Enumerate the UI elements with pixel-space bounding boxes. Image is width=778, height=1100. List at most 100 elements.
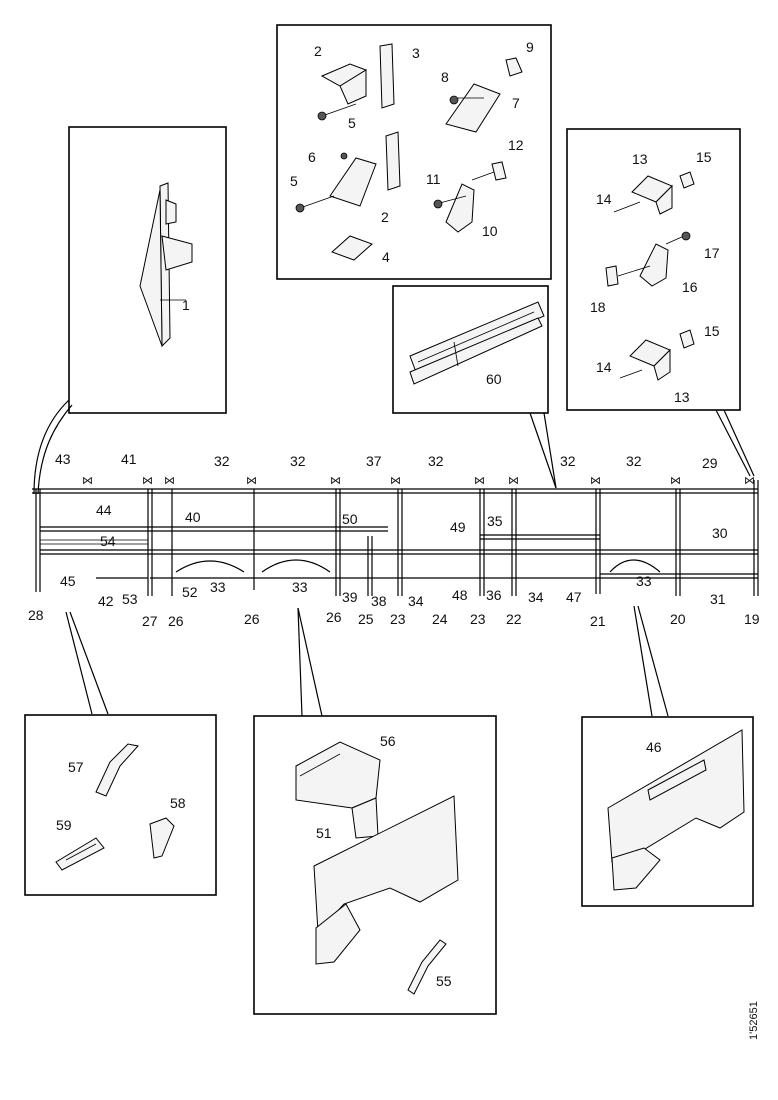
callout-28: 28 — [28, 607, 44, 623]
callout-36: 36 — [486, 587, 502, 603]
callout-12: 12 — [508, 137, 524, 153]
detail-box-bracket-1: 1 — [68, 126, 227, 414]
detail-box-brackets-57-59: 57 58 59 — [24, 714, 217, 896]
callout-30: 30 — [712, 525, 728, 541]
callout-26: 26 — [168, 613, 184, 629]
bracket-59-drawing — [55, 837, 105, 871]
svg-text:⋈: ⋈ — [670, 475, 681, 487]
rail-60-drawing — [409, 301, 545, 385]
callout-59: 59 — [56, 817, 72, 833]
callout-11: 11 — [426, 171, 441, 187]
callout-47: 47 — [566, 589, 582, 605]
callout-51: 51 — [316, 825, 332, 841]
frame-callouts-bottom: 28 27 26 26 33 26 25 23 24 23 22 21 20 1… — [28, 579, 760, 629]
callout-39: 39 — [342, 589, 358, 605]
callout-33: 33 — [636, 573, 652, 589]
callout-35: 35 — [487, 513, 503, 529]
callout-26: 26 — [244, 611, 260, 627]
callout-32: 32 — [290, 453, 306, 469]
callout-32: 32 — [626, 453, 642, 469]
bracket-13-lower-drawing — [619, 329, 695, 381]
callout-50: 50 — [342, 511, 358, 527]
panel-46-drawing — [607, 729, 745, 891]
callout-14: 14 — [596, 359, 612, 375]
leader-lines — [33, 399, 755, 717]
callout-27: 27 — [142, 613, 158, 629]
detail-box-rail-60: 60 — [392, 285, 549, 414]
callout-53: 53 — [122, 591, 138, 607]
callout-23: 23 — [390, 611, 406, 627]
callout-25: 25 — [358, 611, 374, 627]
callout-10: 10 — [482, 223, 498, 239]
bracket-2-upper-drawing — [317, 63, 368, 121]
callout-4: 4 — [382, 249, 390, 265]
svg-text:⋈: ⋈ — [330, 475, 341, 487]
callout-5: 5 — [348, 115, 356, 131]
bracket-2-lower-drawing — [295, 131, 401, 261]
bracket-13-upper-drawing — [613, 171, 695, 215]
plate-3-drawing — [379, 43, 395, 109]
callout-40: 40 — [185, 509, 201, 525]
bracket-58-drawing — [149, 817, 175, 859]
callout-1: 1 — [182, 297, 190, 313]
bracket-16-drawing — [605, 231, 691, 287]
callout-15: 15 — [696, 149, 712, 165]
callout-52: 52 — [182, 584, 198, 600]
callout-2: 2 — [381, 209, 389, 225]
callout-17: 17 — [704, 245, 720, 261]
callout-44: 44 — [96, 502, 112, 518]
detail-box-panel-46: 46 — [581, 716, 754, 907]
svg-text:⋈: ⋈ — [82, 475, 93, 487]
svg-text:⋈: ⋈ — [474, 475, 485, 487]
main-frame: ⋈ ⋈ ⋈ ⋈ ⋈ ⋈ ⋈ ⋈ ⋈ ⋈ ⋈ — [32, 475, 759, 596]
callout-6: 6 — [308, 149, 316, 165]
callout-16: 16 — [682, 279, 698, 295]
cross-member-markers: ⋈ ⋈ ⋈ ⋈ ⋈ ⋈ ⋈ ⋈ ⋈ ⋈ ⋈ — [82, 475, 755, 487]
callout-38: 38 — [371, 593, 387, 609]
callout-33: 33 — [210, 579, 226, 595]
callout-14: 14 — [596, 191, 612, 207]
bracket-10-drawing — [433, 161, 507, 233]
callout-55: 55 — [436, 973, 452, 989]
callout-18: 18 — [590, 299, 606, 315]
strip-55-drawing — [407, 939, 447, 995]
frame-callouts-top: 43 41 32 32 37 32 32 32 29 — [55, 451, 718, 471]
callout-15: 15 — [704, 323, 720, 339]
callout-19: 19 — [744, 611, 760, 627]
callout-42: 42 — [98, 593, 114, 609]
callout-32: 32 — [214, 453, 230, 469]
callout-21: 21 — [590, 613, 606, 629]
callout-34: 34 — [528, 589, 544, 605]
callout-23: 23 — [470, 611, 486, 627]
callout-7: 7 — [512, 95, 520, 111]
svg-text:⋈: ⋈ — [508, 475, 519, 487]
callout-43: 43 — [55, 451, 71, 467]
svg-text:⋈: ⋈ — [390, 475, 401, 487]
bracket-1-drawing — [139, 182, 193, 348]
callout-5: 5 — [290, 173, 298, 189]
svg-text:⋈: ⋈ — [164, 475, 175, 487]
callout-9: 9 — [526, 39, 534, 55]
callout-29: 29 — [702, 455, 718, 471]
callout-33: 33 — [292, 579, 308, 595]
bracket-57-drawing — [95, 743, 139, 797]
bracket-7-drawing — [445, 57, 523, 133]
callout-54: 54 — [100, 533, 116, 549]
callout-37: 37 — [366, 453, 382, 469]
svg-text:⋈: ⋈ — [246, 475, 257, 487]
callout-32: 32 — [428, 453, 444, 469]
callout-3: 3 — [412, 45, 420, 61]
callout-8: 8 — [441, 69, 449, 85]
svg-text:⋈: ⋈ — [744, 475, 755, 487]
callout-46: 46 — [646, 739, 662, 755]
callout-2: 2 — [314, 43, 322, 59]
callout-48: 48 — [452, 587, 468, 603]
callout-60: 60 — [486, 371, 502, 387]
panel-51-drawing — [313, 795, 459, 965]
frame-callouts-middle: 44 40 50 49 35 30 54 45 42 53 52 33 39 3… — [60, 502, 728, 609]
callout-49: 49 — [450, 519, 466, 535]
bracket-56-drawing — [295, 741, 381, 839]
callout-24: 24 — [432, 611, 448, 627]
callout-56: 56 — [380, 733, 396, 749]
